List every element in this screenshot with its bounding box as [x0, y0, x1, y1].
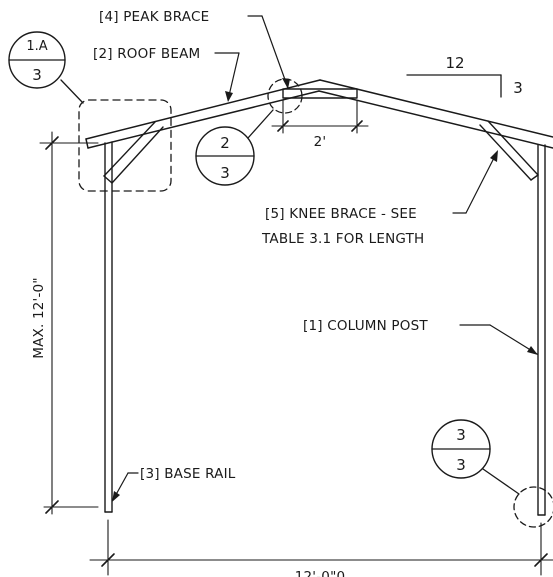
base-rail-label: [3] BASE RAIL [112, 466, 236, 502]
detail-callout-3: 3 3 [431, 419, 520, 495]
left-knee-brace [103, 121, 164, 184]
detail-2-sheet: 3 [220, 164, 230, 182]
pitch-run: 12 [445, 54, 464, 72]
base-rail-label-text: [3] BASE RAIL [140, 466, 236, 482]
detail-1a-number: 1.A [26, 39, 47, 54]
knee-brace-label-line2: TABLE 3.1 FOR LENGTH [261, 231, 424, 247]
right-knee-brace [479, 120, 539, 181]
knee-brace-label-line1: [5] KNEE BRACE - SEE [265, 206, 417, 222]
column-post-label: [1] COLUMN POST [303, 318, 538, 355]
roof-pitch-symbol: 12 3 [406, 54, 523, 98]
detail-callout-2: 2 3 [195, 109, 274, 186]
detail-3-boundary [513, 486, 553, 528]
height-dimension: MAX. 12'-0" [31, 131, 99, 515]
detail-3-sheet: 3 [456, 456, 466, 474]
peak-brace-dimension: 2' [271, 99, 369, 150]
detail-1a-boundary [78, 99, 172, 192]
peak-brace [282, 88, 358, 99]
roof-beam-label-text: [2] ROOF BEAM [93, 46, 200, 62]
knee-brace-label: [5] KNEE BRACE - SEE TABLE 3.1 FOR LENGT… [261, 150, 498, 247]
roof-beam [85, 79, 553, 149]
peak-brace-label: [4] PEAK BRACE [99, 9, 290, 89]
detail-callout-1a: 1.A 3 [8, 31, 84, 104]
detail-1a-sheet: 3 [32, 66, 42, 84]
peak-brace-dimension-text: 2' [314, 134, 327, 150]
detail-2-number: 2 [220, 134, 230, 152]
detail-3-number: 3 [456, 426, 466, 444]
height-dimension-text: MAX. 12'-0" [31, 277, 47, 358]
width-dimension-text: 12'-0"0 [295, 569, 346, 577]
column-post-label-text: [1] COLUMN POST [303, 318, 428, 334]
left-column-post [104, 141, 113, 513]
peak-brace-label-text: [4] PEAK BRACE [99, 9, 209, 25]
right-column-post [537, 144, 546, 516]
width-dimension: 12'-0"0 [89, 519, 553, 577]
roof-beam-label: [2] ROOF BEAM [93, 46, 240, 102]
pitch-rise: 3 [513, 79, 523, 97]
